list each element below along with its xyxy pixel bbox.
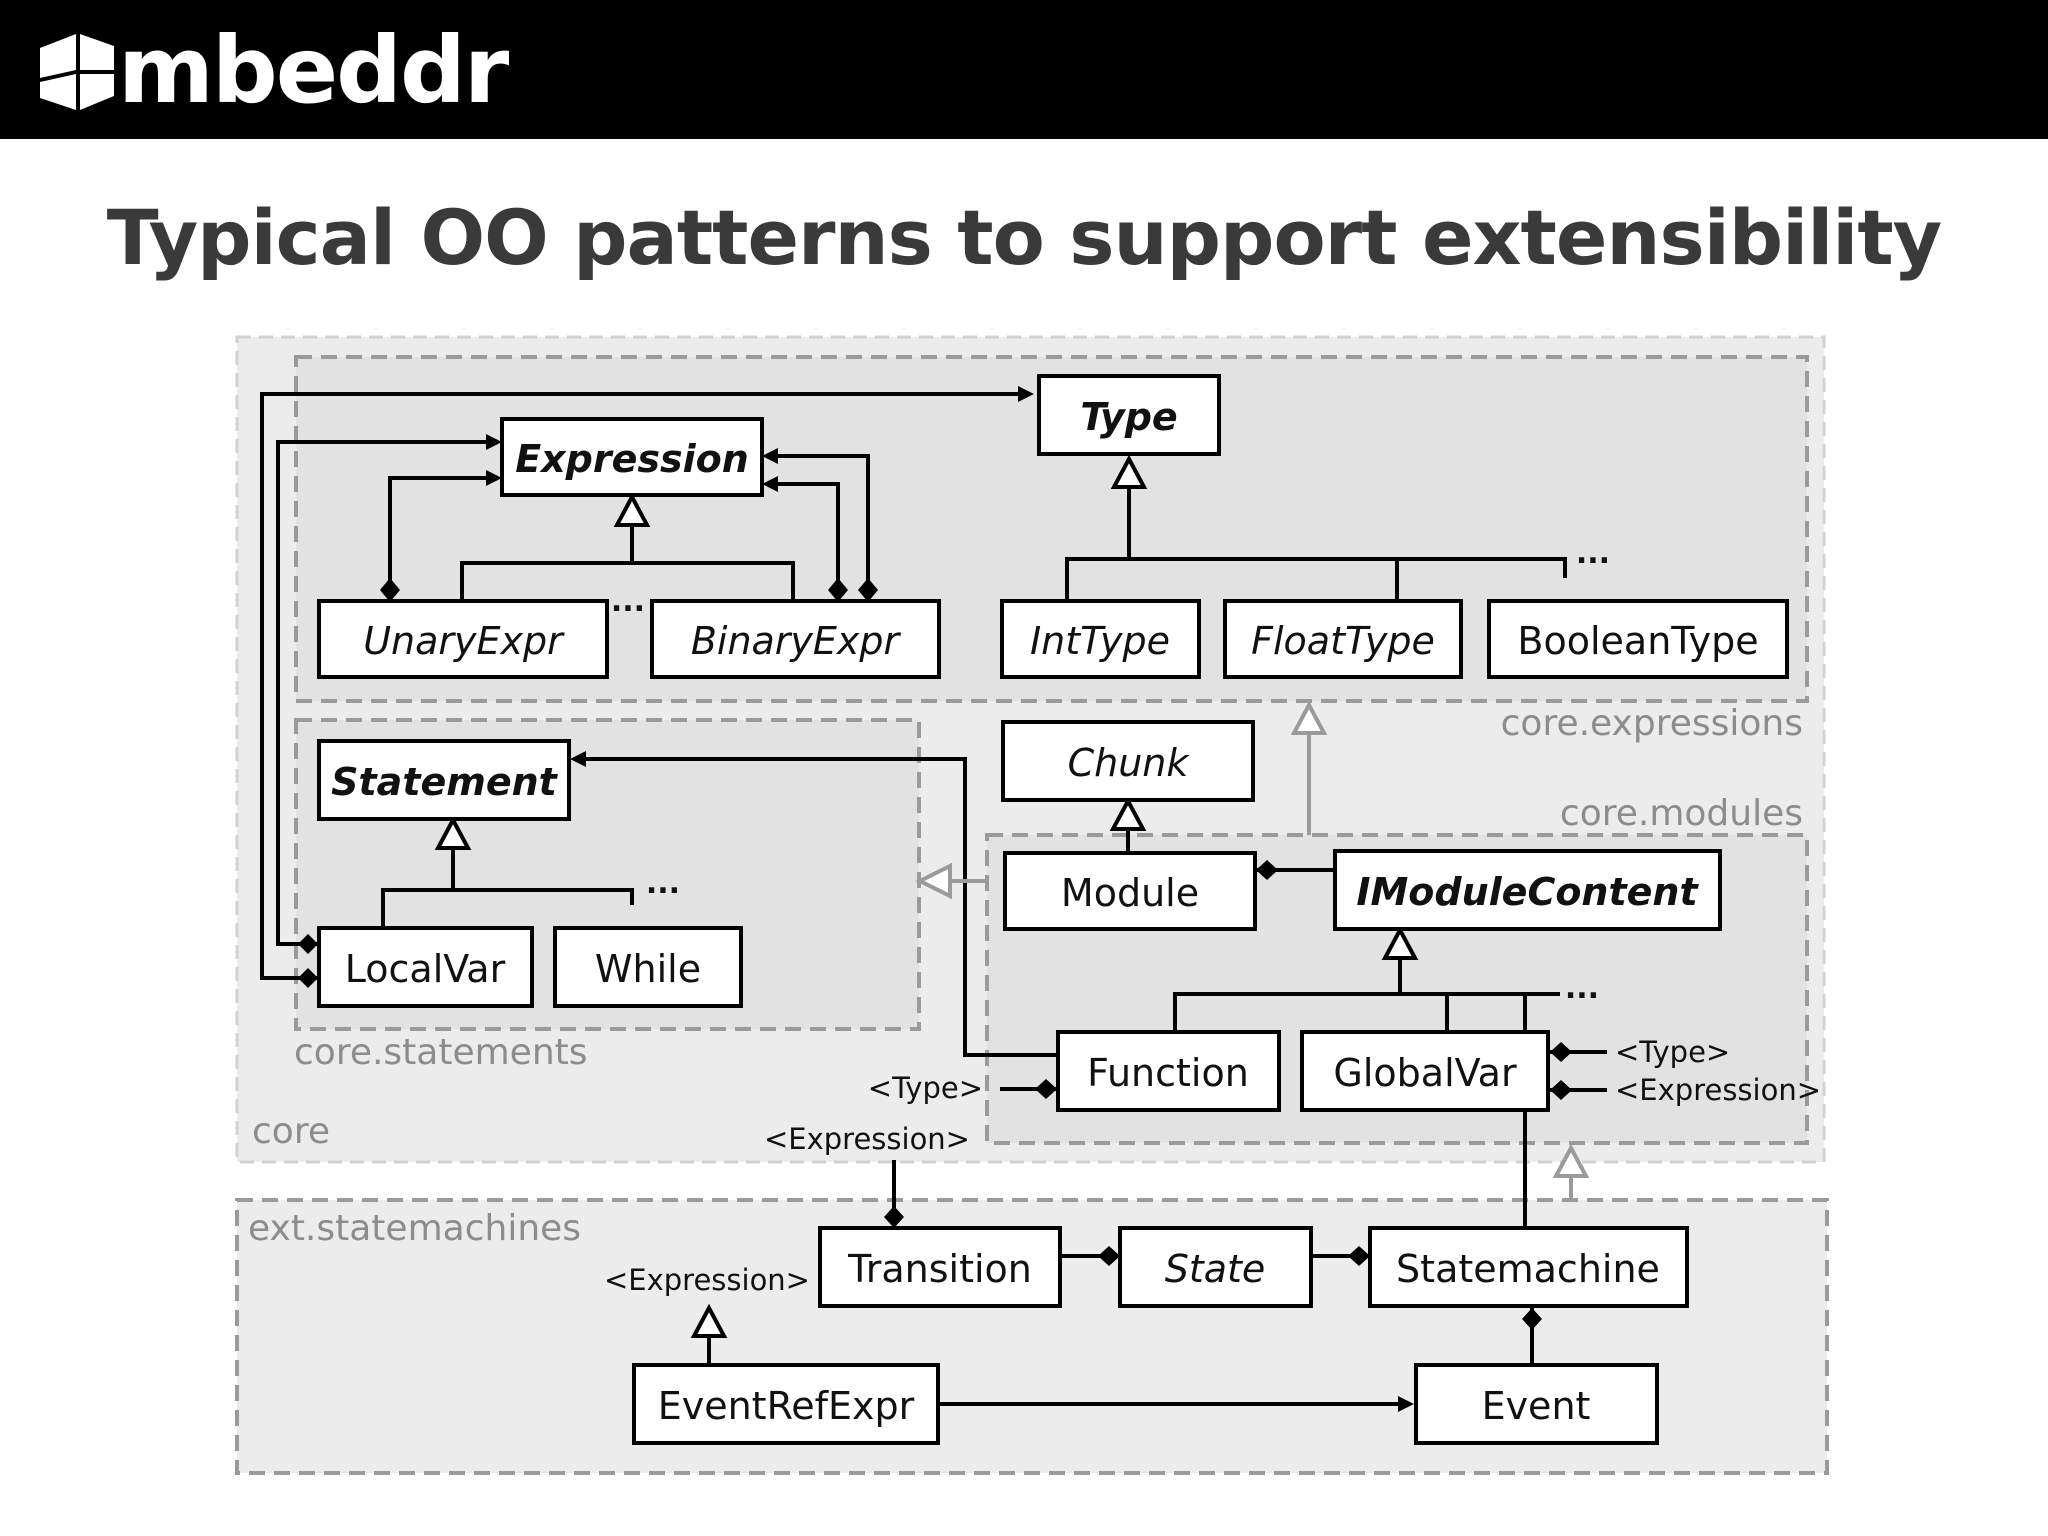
dependency-triangle bbox=[1290, 700, 1328, 735]
logo-text: mbeddr bbox=[118, 17, 509, 124]
svg-text:While: While bbox=[595, 947, 701, 991]
svg-text:UnaryExpr: UnaryExpr bbox=[363, 619, 565, 663]
arrowhead bbox=[1398, 1396, 1414, 1412]
class-statemachine: Statemachine bbox=[1368, 1226, 1689, 1308]
package-label-core-statements: core.statements bbox=[294, 1032, 588, 1073]
svg-text:State: State bbox=[1165, 1247, 1266, 1291]
class-transition: Transition bbox=[818, 1226, 1062, 1308]
composition-diamond bbox=[298, 934, 318, 954]
svg-text:Expression: Expression bbox=[515, 437, 749, 481]
arrowhead bbox=[486, 434, 502, 450]
arrowhead bbox=[486, 470, 502, 486]
expression-ref-label: <Expression> bbox=[764, 1122, 970, 1156]
class-boolean-type: BooleanType bbox=[1487, 599, 1789, 679]
composition-diamond bbox=[380, 578, 400, 602]
package-label-core-expressions: core.expressions bbox=[1501, 703, 1803, 744]
svg-text:BooleanType: BooleanType bbox=[1517, 619, 1758, 663]
class-global-var: GlobalVar bbox=[1300, 1030, 1550, 1112]
class-unary-expr: UnaryExpr bbox=[317, 599, 609, 679]
svg-text:IntType: IntType bbox=[1030, 619, 1170, 663]
composition-line bbox=[388, 476, 487, 590]
svg-text:LocalVar: LocalVar bbox=[345, 947, 506, 991]
composition-diamond bbox=[1348, 1246, 1370, 1266]
ellipsis: ... bbox=[646, 866, 680, 901]
composition-diamond bbox=[1035, 1079, 1057, 1099]
class-float-type: FloatType bbox=[1223, 599, 1463, 679]
reference-line bbox=[260, 392, 1018, 980]
class-event: Event bbox=[1414, 1363, 1659, 1445]
svg-text:IModuleContent: IModuleContent bbox=[1356, 870, 1699, 914]
composition-diamond bbox=[1550, 1042, 1572, 1062]
type-ref-label: <Type> bbox=[868, 1071, 983, 1105]
class-statement: Statement bbox=[317, 739, 571, 821]
composition-diamond bbox=[858, 578, 878, 602]
ellipsis: ... bbox=[1576, 536, 1610, 571]
composition-line bbox=[586, 757, 1057, 1057]
svg-text:Chunk: Chunk bbox=[1068, 741, 1191, 785]
inheritance-triangle bbox=[1381, 925, 1419, 960]
class-type: Type bbox=[1037, 374, 1221, 456]
inheritance-line bbox=[460, 561, 795, 603]
ellipsis: ... bbox=[611, 584, 645, 619]
inheritance-triangle bbox=[613, 492, 651, 527]
class-event-ref-expr: EventRefExpr bbox=[632, 1363, 940, 1445]
svg-text:Statement: Statement bbox=[331, 760, 559, 804]
arrowhead bbox=[570, 751, 586, 767]
expression-ref-label: <Expression> bbox=[604, 1263, 810, 1297]
inheritance-triangle bbox=[1110, 454, 1148, 489]
dependency-triangle bbox=[915, 862, 952, 900]
class-module: Module bbox=[1003, 851, 1257, 931]
svg-text:Transition: Transition bbox=[847, 1247, 1032, 1291]
package-label-core-modules: core.modules bbox=[1560, 793, 1803, 834]
svg-text:Function: Function bbox=[1087, 1051, 1249, 1095]
svg-text:GlobalVar: GlobalVar bbox=[1333, 1051, 1517, 1095]
class-while: While bbox=[553, 926, 743, 1008]
composition-diamond bbox=[884, 1206, 904, 1228]
arrowhead bbox=[1018, 386, 1034, 402]
inheritance-line bbox=[1173, 992, 1560, 1030]
inheritance-line bbox=[381, 888, 634, 927]
slide-title: Typical OO patterns to support extensibi… bbox=[106, 193, 1942, 282]
package-label-core: core bbox=[252, 1111, 330, 1152]
composition-diamond bbox=[1256, 860, 1278, 880]
arrowhead bbox=[762, 476, 778, 492]
svg-text:EventRefExpr: EventRefExpr bbox=[658, 1384, 915, 1428]
composition-diamond bbox=[1098, 1246, 1120, 1266]
composition-line bbox=[777, 482, 840, 590]
svg-text:Event: Event bbox=[1482, 1384, 1591, 1428]
svg-text:Type: Type bbox=[1080, 395, 1177, 439]
class-binary-expr: BinaryExpr bbox=[650, 599, 941, 679]
package-label-ext-statemachines: ext.statemachines bbox=[248, 1208, 581, 1249]
class-chunk: Chunk bbox=[1001, 720, 1255, 802]
composition-line bbox=[777, 454, 870, 590]
composition-diamond bbox=[828, 578, 848, 602]
class-expression: Expression bbox=[500, 417, 764, 497]
inheritance-triangle bbox=[434, 815, 472, 850]
inheritance-triangle bbox=[690, 1303, 728, 1338]
svg-text:BinaryExpr: BinaryExpr bbox=[691, 619, 902, 663]
header-bar: mbeddr bbox=[0, 0, 2048, 139]
type-ref-label: <Type> bbox=[1615, 1035, 1730, 1069]
composition-diamond bbox=[1550, 1080, 1572, 1100]
dependency-triangle bbox=[1552, 1143, 1590, 1178]
expression-ref-label: <Expression> bbox=[1615, 1073, 1821, 1107]
composition-diamond bbox=[1522, 1308, 1542, 1330]
ellipsis: ... bbox=[1565, 971, 1599, 1006]
class-int-type: IntType bbox=[1000, 599, 1201, 679]
composition-diamond bbox=[298, 968, 318, 988]
inheritance-line bbox=[1065, 557, 1567, 600]
svg-text:FloatType: FloatType bbox=[1251, 619, 1435, 663]
svg-text:Module: Module bbox=[1061, 871, 1199, 915]
class-local-var: LocalVar bbox=[317, 926, 534, 1008]
inheritance-triangle bbox=[1109, 796, 1147, 831]
class-imodule-content: IModuleContent bbox=[1333, 849, 1722, 931]
mbeddr-cube-logo-icon bbox=[40, 34, 114, 110]
class-state: State bbox=[1118, 1226, 1313, 1308]
arrowhead bbox=[762, 448, 778, 464]
svg-text:Statemachine: Statemachine bbox=[1396, 1247, 1660, 1291]
class-function: Function bbox=[1056, 1030, 1281, 1112]
